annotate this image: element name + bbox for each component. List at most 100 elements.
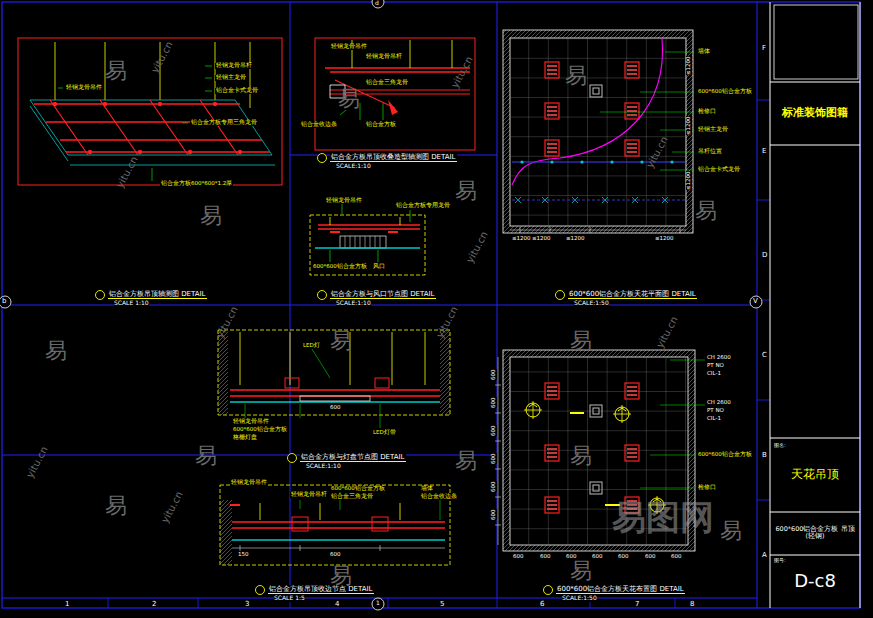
grid-bubble: d: [375, 0, 379, 6]
room-tag: CH 2600: [707, 400, 731, 406]
title-block-cell: 图名: 天花吊顶: [772, 441, 858, 509]
callout: 轻钢主龙骨: [215, 75, 247, 81]
dimension: 600: [566, 554, 577, 560]
dimension: ≤1200: [532, 236, 551, 242]
border-number: 8: [690, 601, 694, 608]
callout: 铝合金方板专用三角龙骨: [190, 120, 258, 126]
drawing-name: 天花吊顶: [791, 468, 839, 482]
title-block-cell: 600*600铝合金方板 吊顶(轻钢): [772, 513, 858, 553]
watermark: yitu.cn: [465, 230, 490, 265]
callout: 格栅灯盘: [232, 435, 258, 441]
callout: 铝合金收边条: [300, 122, 338, 128]
dimension: 600: [491, 454, 497, 465]
callout: 轻钢主龙骨: [697, 127, 729, 133]
detail-title: 铝合金方板吊顶收边节点 DETAIL: [268, 585, 374, 594]
watermark-logo: 易图网: [612, 500, 714, 534]
scale-note: SCALE:1:10: [306, 463, 341, 470]
dimension: 600: [645, 554, 656, 560]
callout: LED灯带: [372, 430, 397, 436]
callout: 吊杆位置: [697, 149, 723, 155]
watermark: 易: [200, 205, 222, 227]
grid-bubble: 1: [376, 600, 380, 606]
watermark: 易: [565, 65, 587, 87]
room-tag: CH 2600: [707, 355, 731, 361]
dimension: 600: [330, 405, 341, 411]
dimension: ≤1200: [686, 56, 692, 75]
callout: 600*600铝合金方板: [330, 486, 386, 492]
callout: 轻钢龙骨吊杆: [365, 54, 403, 60]
detail-title: 铝合金方板吊顶收叠造型轴测图 DETAIL: [330, 153, 457, 162]
callout: 铝合金方板: [365, 122, 397, 128]
title-block-cell: 标准装饰图籍: [772, 84, 858, 142]
detail-title-block: 铝合金方板吊顶收叠造型轴测图 DETAILSCALE:1:10: [330, 153, 457, 170]
callout: 轻钢龙骨吊杆: [290, 492, 328, 498]
callout: 600*600铝合金方板: [697, 89, 753, 95]
callout: 轻钢龙骨吊件: [325, 198, 363, 204]
border-number: 4: [335, 601, 339, 608]
callout: 轻钢龙骨吊件: [230, 480, 268, 486]
border-letter: A: [762, 552, 767, 559]
detail-title-block: 铝合金方板与风口节点图 DETAILSCALE:1:10: [330, 290, 436, 307]
dimension: 600: [592, 554, 603, 560]
watermark: 易: [720, 520, 742, 542]
callout: 铝合金收边条: [420, 494, 458, 500]
dimension: ≤1200: [566, 236, 585, 242]
callout: 轻钢龙骨吊件: [232, 419, 270, 425]
watermark: 易: [570, 560, 592, 582]
room-tag: CIL-1: [707, 371, 721, 377]
border-number: 3: [245, 601, 249, 608]
detail-title: 铝合金方板与灯盘节点图 DETAIL: [300, 453, 406, 462]
callout: 600*600铝合金方板: [232, 427, 288, 433]
drawing-number: D-c8: [794, 571, 836, 592]
callout: 铝合金三角龙骨: [330, 494, 374, 500]
dimension: 600: [330, 552, 341, 558]
watermark: yitu.cn: [160, 490, 185, 525]
field-label: 图号:: [774, 558, 786, 564]
callout: 轻钢龙骨吊件: [65, 85, 103, 91]
border-letter: E: [762, 148, 766, 155]
border-letter: C: [762, 352, 767, 359]
watermark: yitu.cn: [25, 445, 50, 480]
dimension: ≤1200: [686, 171, 692, 190]
callout: 铝合金方板专用龙骨: [395, 203, 451, 209]
callout: 铝合金卡式龙骨: [215, 88, 259, 94]
detail-title-block: 铝合金方板与灯盘节点图 DETAILSCALE:1:10: [300, 453, 406, 470]
watermark: yitu.cn: [150, 40, 175, 75]
scale-note: SCALE 1:5: [274, 595, 305, 602]
dimension: 600: [491, 370, 497, 381]
sheet-series-title: 标准装饰图籍: [782, 107, 848, 120]
border-number: 6: [540, 601, 544, 608]
dimension: 600: [491, 510, 497, 521]
dimension: ≤1200: [512, 236, 531, 242]
watermark: yitu.cn: [115, 155, 140, 190]
scale-note: SCALE 1:10: [114, 300, 149, 307]
detail-title: 600*600铝合金方板天花布置图 DETAIL: [556, 585, 685, 594]
watermark: 易: [195, 445, 217, 467]
room-tag: PT NO: [707, 363, 724, 369]
callout: 轻钢龙骨吊件: [330, 44, 368, 50]
scale-note: SCALE:1:10: [336, 300, 371, 307]
detail-title: 铝合金方板吊顶轴测图 DETAIL: [108, 290, 207, 299]
border-number: 2: [152, 601, 156, 608]
callout: 检修口: [697, 109, 717, 115]
field-label: 图名:: [774, 443, 786, 449]
callout: LED灯: [302, 343, 321, 349]
dimension: 600: [491, 398, 497, 409]
detail-title-block: 铝合金方板吊顶收边节点 DETAILSCALE 1:5: [268, 585, 374, 602]
watermark: 易: [695, 200, 717, 222]
border-letter: D: [762, 252, 767, 259]
callout: 墙体: [697, 49, 711, 55]
dimension: 600: [513, 554, 524, 560]
watermark: 易: [330, 330, 352, 352]
scale-note: SCALE:1:50: [562, 595, 597, 602]
callout: 墙体: [420, 486, 434, 492]
border-letter: B: [762, 452, 767, 459]
drawing-subtitle: 600*600铝合金方板 吊顶(轻钢): [775, 526, 855, 541]
watermark: yitu.cn: [655, 315, 680, 350]
dimension: 600: [491, 482, 497, 493]
callout: 风口: [372, 264, 386, 270]
border-number: 1: [65, 601, 69, 608]
watermark: 易: [45, 340, 67, 362]
detail-title: 铝合金方板与风口节点图 DETAIL: [330, 290, 436, 299]
callout: 600*600铝合金方板: [312, 264, 368, 270]
